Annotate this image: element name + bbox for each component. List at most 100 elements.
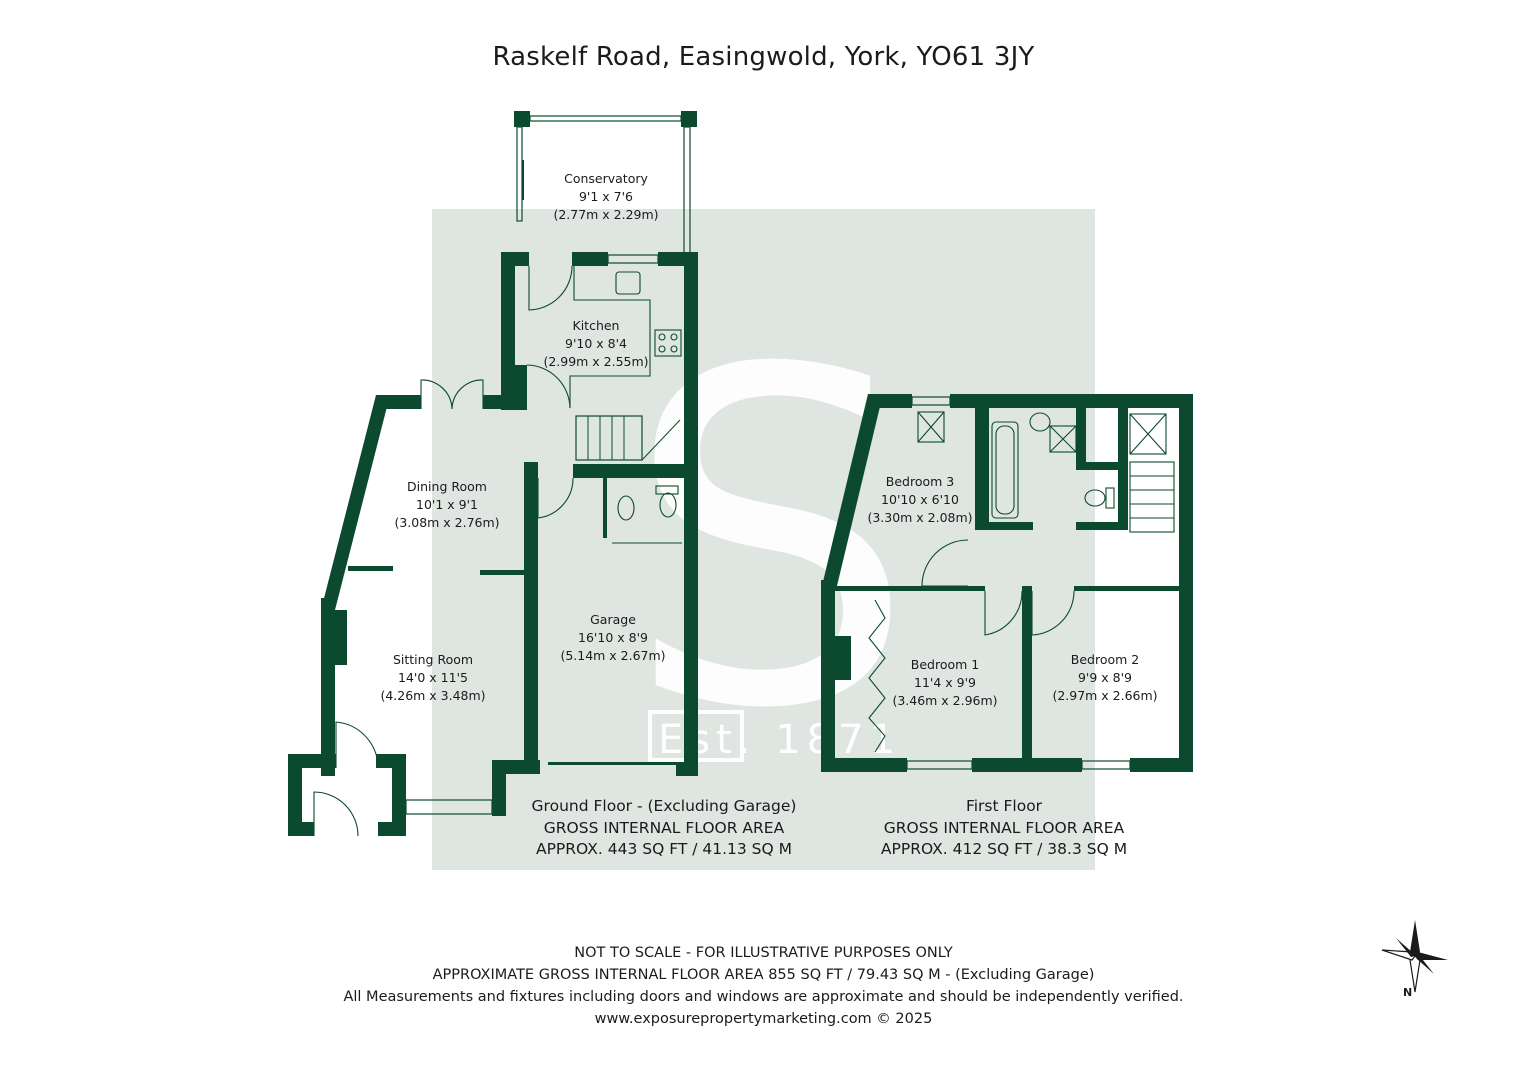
stairs [1129,461,1175,533]
ground-floor-area: Ground Floor - (Excluding Garage) GROSS … [504,796,824,861]
wall [501,252,529,266]
garage-door [548,762,682,765]
first-floor-fixtures [868,411,1175,753]
window [607,254,659,264]
room-name: Bedroom 1 [910,657,980,672]
disclaimer-line: NOT TO SCALE - FOR ILLUSTRATIVE PURPOSES… [574,945,953,961]
wall [950,394,1193,408]
wall [288,754,302,836]
room-size-imperial: 10'10 x 6'10 [881,492,959,507]
wall [821,758,907,772]
hob-icon [654,329,682,357]
window [1081,760,1131,770]
wall [821,394,883,590]
room-label-bedroom-1: Bedroom 1 11'4 x 9'9 (3.46m x 2.96m) [860,656,1030,710]
window [911,396,951,406]
window [291,777,299,807]
room-label-dining-room: Dining Room 10'1 x 9'1 (3.08m x 2.76m) [362,478,532,532]
wall [348,566,393,571]
door-swing [537,477,574,519]
room-label-garage: Garage 16'10 x 8'9 (5.14m x 2.67m) [528,611,698,665]
room-size-metric: (3.30m x 2.08m) [867,510,973,525]
wall [1076,408,1086,468]
wall [378,822,406,836]
room-size-metric: (2.97m x 2.66m) [1052,688,1158,703]
wc-icon [1084,489,1106,507]
conservatory-sliding-door [522,160,524,200]
wall [483,395,527,409]
room-name: Garage [590,612,636,627]
wall [1076,522,1126,530]
door-swing [984,590,1023,636]
wall [501,252,515,410]
wc-icon [659,492,677,518]
room-name: Kitchen [572,318,620,333]
room-size-metric: (3.46m x 2.96m) [892,693,998,708]
compass-rose-icon [1381,920,1448,993]
room-size-metric: (2.99m x 2.55m) [543,354,649,369]
door-swing [420,379,453,410]
door-swing [335,721,379,769]
room-size-imperial: 11'4 x 9'9 [914,675,976,690]
floor-area-label: GROSS INTERNAL FLOOR AREA [883,818,1125,837]
room-size-imperial: 16'10 x 8'9 [578,630,648,645]
first-floor [821,394,1193,772]
website-link[interactable]: www.exposurepropertymarketing.com © 2025 [594,1011,933,1027]
wall [975,522,1033,530]
room-size-imperial: 9'1 x 7'6 [578,189,634,204]
room-name: Sitting Room [392,652,474,667]
wardrobe-doors [868,599,886,753]
room-label-conservatory: Conservatory 9'1 x 7'6 (2.77m x 2.29m) [521,170,691,224]
room-name: Dining Room [407,479,487,494]
room-name: Conservatory [564,171,648,186]
first-floor-area: First Floor GROSS INTERNAL FLOOR AREA AP… [844,796,1164,861]
wall [821,580,835,772]
wall [321,395,390,610]
wall [480,570,524,575]
loft-hatch [1129,413,1167,455]
disclaimer-line: All Measurements and fixtures including … [343,989,1184,1005]
wall [1179,394,1193,772]
room-label-bedroom-2: Bedroom 2 9'9 x 8'9 (2.97m x 2.66m) [1020,651,1190,705]
room-size-imperial: 9'10 x 8'4 [565,336,627,351]
floor-name: First Floor [965,797,1043,815]
room-size-metric: (5.14m x 2.67m) [560,648,666,663]
loft-hatch [917,411,945,443]
window [397,777,405,807]
ground-floor [288,111,698,836]
wall [572,252,608,266]
basin-icon [617,495,635,521]
door-swing [526,364,571,409]
wall [392,754,406,836]
room-label-kitchen: Kitchen 9'10 x 8'4 (2.99m x 2.55m) [511,317,681,371]
wall [1074,586,1179,591]
floor-area-value: APPROX. 443 SQ FT / 41.13 SQ M [535,840,793,858]
room-label-sitting-room: Sitting Room 14'0 x 11'5 (4.26m x 3.48m) [348,651,518,705]
wall [603,478,607,538]
floor-area-value: APPROX. 412 SQ FT / 38.3 SQ M [880,840,1128,858]
door-swing [921,539,969,587]
room-size-imperial: 9'9 x 8'9 [1077,670,1133,685]
room-size-metric: (3.08m x 2.76m) [394,515,500,530]
sink [615,271,641,295]
room-label-bedroom-3: Bedroom 3 10'10 x 6'10 (3.30m x 2.08m) [835,473,1005,527]
room-size-metric: (4.26m x 3.48m) [380,688,486,703]
wall [1076,462,1126,470]
door-swing [1031,590,1075,636]
conservatory-glazing-top [529,115,682,122]
room-size-imperial: 14'0 x 11'5 [398,670,468,685]
fireplace [333,610,347,665]
wall [684,252,698,776]
wall [1130,758,1193,772]
room-name: Bedroom 3 [885,474,955,489]
conservatory-corner-post [514,111,530,127]
wall [524,462,538,774]
door-swing [528,265,573,311]
wall [288,822,314,836]
shower-icon [1049,425,1077,453]
door-swing [313,791,359,837]
wall [321,598,335,776]
wall [835,586,985,591]
page-title: Raskelf Road, Easingwold, York, YO61 3JY [492,42,1035,72]
